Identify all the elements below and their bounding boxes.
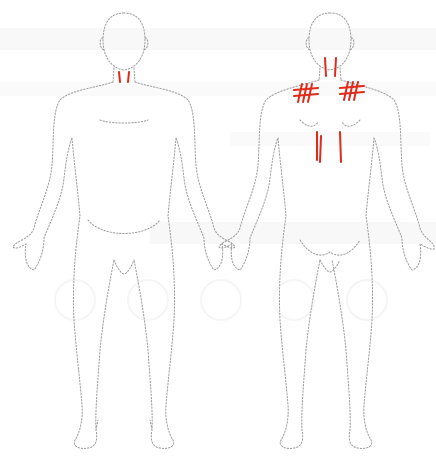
front-neck-marks [119, 72, 129, 82]
back-neck-marks [325, 58, 336, 76]
